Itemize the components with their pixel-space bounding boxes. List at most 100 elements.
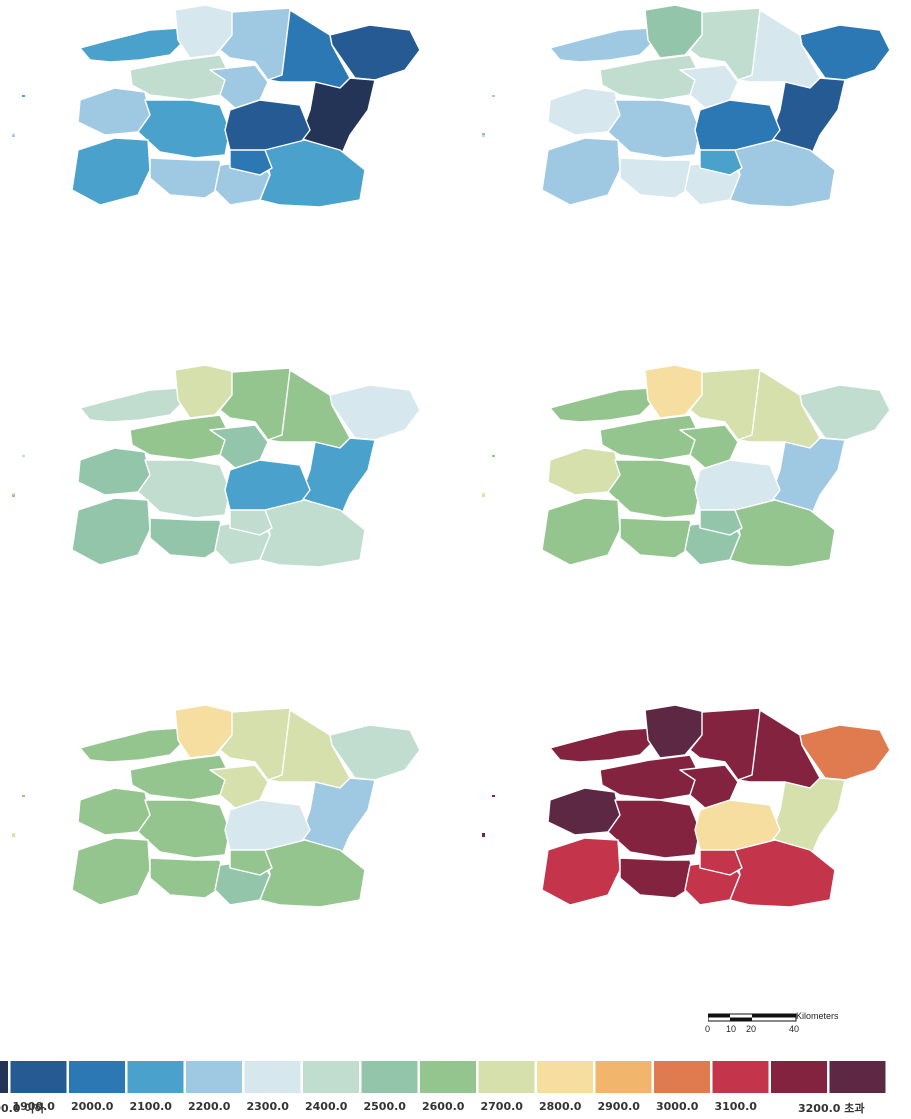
legend-swatch [537, 1061, 593, 1093]
legend-swatch [69, 1061, 125, 1093]
map-island [492, 795, 495, 797]
map-island [12, 495, 15, 497]
map-region [71, 497, 151, 566]
map-region [329, 384, 421, 441]
map-region [541, 137, 621, 206]
map-region [79, 387, 186, 423]
map-island [12, 835, 15, 837]
map-region [547, 87, 621, 136]
map-region [729, 139, 836, 208]
legend-swatch [712, 1061, 769, 1093]
map-region [149, 857, 226, 899]
legend-swatch [186, 1061, 242, 1093]
legend-label: 3100.0 [714, 1100, 757, 1113]
legend-swatch [361, 1061, 418, 1093]
map-region [229, 149, 273, 176]
map-region [799, 724, 891, 781]
map-region [229, 509, 273, 536]
legend-label: 2800.0 [539, 1100, 582, 1113]
legend-swatch [595, 1061, 652, 1093]
map-region [549, 387, 656, 423]
legend-swatch [127, 1061, 184, 1093]
map-region [547, 447, 621, 496]
map-panel-4 [482, 364, 891, 568]
map-region [607, 99, 701, 159]
map-region [549, 727, 656, 763]
map-panel-5 [12, 704, 421, 908]
legend-swatches [0, 1061, 886, 1093]
map-region [259, 139, 366, 208]
legend-swatch [771, 1061, 827, 1093]
map-island [482, 835, 485, 837]
map-region [607, 799, 701, 859]
map-island [12, 135, 15, 137]
legend-label: 3200.0 초과 [798, 1102, 865, 1115]
map-region [619, 517, 696, 559]
legend-label: 3000.0 [656, 1100, 699, 1113]
map-island [482, 833, 485, 835]
legend-swatch [0, 1061, 8, 1093]
map-region [79, 27, 186, 63]
legend-swatch [10, 1061, 67, 1093]
map-island [12, 133, 15, 135]
legend-label: 2200.0 [188, 1100, 231, 1113]
scale-bar-title: Kilometers [796, 1011, 839, 1021]
map-region [607, 459, 701, 519]
map-island [482, 135, 485, 137]
map-region [137, 799, 231, 859]
map-region [699, 849, 743, 876]
scale-tick-40: 40 [789, 1024, 800, 1034]
map-island [492, 95, 495, 97]
map-region [71, 837, 151, 906]
legend-swatch [303, 1061, 359, 1093]
legend-swatch [654, 1061, 710, 1093]
legend-label: 1900.0 [12, 1100, 55, 1113]
map-panel-2 [482, 4, 891, 208]
map-region [149, 517, 226, 559]
map-region [77, 87, 151, 136]
map-island [12, 493, 15, 495]
map-island [22, 795, 25, 797]
map-panel-6 [482, 704, 891, 908]
map-region [799, 24, 891, 81]
map-island [12, 833, 15, 835]
map-island [482, 493, 485, 495]
map-island [22, 95, 25, 97]
map-region [149, 157, 226, 199]
legend-swatch [244, 1061, 301, 1093]
map-region [547, 787, 621, 836]
legend-swatch [829, 1061, 886, 1093]
map-region [329, 724, 421, 781]
legend-label: 2600.0 [422, 1100, 465, 1113]
map-region [541, 837, 621, 906]
map-region [549, 27, 656, 63]
map-region [79, 727, 186, 763]
map-region [729, 499, 836, 568]
legend-swatch [420, 1061, 476, 1093]
legend-label: 2000.0 [71, 1100, 114, 1113]
map-region [229, 849, 273, 876]
legend-label: 1800.0 이하 [0, 1102, 45, 1115]
map-island [492, 455, 495, 457]
map-region [259, 499, 366, 568]
legend-label: 2300.0 [246, 1100, 289, 1113]
legend-label: 2500.0 [363, 1100, 406, 1113]
map-region [71, 137, 151, 206]
legend-label: 2900.0 [597, 1100, 640, 1113]
map-island [22, 455, 25, 457]
map-island [482, 133, 485, 135]
legend-label: 2400.0 [305, 1100, 348, 1113]
scale-tick-20: 20 [746, 1024, 757, 1034]
scale-tick-0: 0 [705, 1024, 711, 1034]
legend-label: 2700.0 [480, 1100, 523, 1113]
legend-label: 2100.0 [129, 1100, 172, 1113]
map-region [137, 459, 231, 519]
map-region [137, 99, 231, 159]
map-region [799, 384, 891, 441]
map-region [541, 497, 621, 566]
map-panel-1 [12, 4, 421, 208]
map-island [482, 495, 485, 497]
map-region [699, 509, 743, 536]
scale-bar: Kilometers 0 10 20 40 [705, 1011, 858, 1053]
